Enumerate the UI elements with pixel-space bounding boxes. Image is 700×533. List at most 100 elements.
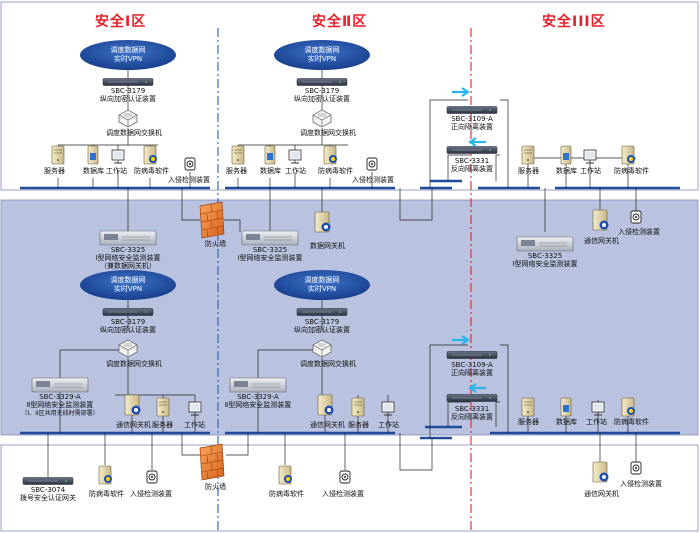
switch-label: 调度数据网交换机 [106,360,162,368]
antivirus-icon [621,397,636,417]
db-label: 数据库 [556,418,577,426]
ids-icon [366,157,378,171]
switch-icon [312,109,332,128]
database-icon [87,145,99,165]
router-icon [446,146,498,154]
arrow-right-icon [452,335,470,345]
ws-label: 工作站 [285,167,306,175]
top-frame [0,1,699,191]
av-label: 防病毒软件 [318,167,353,175]
firewall-icon [199,443,225,481]
vpn-label: 调度数据网实时VPN [110,46,146,63]
zone-title-1: 安全Ⅰ区 [95,14,147,30]
arrow-left-icon [468,137,486,147]
gateway-icon [314,211,331,233]
vpn-label: 调度数据网实时VPN [110,276,146,293]
server-icon [51,145,65,165]
av-label: 防病毒软件 [134,167,169,175]
gateway-label: 数据网关机 [310,242,345,250]
server-icon [521,397,535,417]
ids-label: 入侵检测装置 [130,490,172,498]
switch-icon [118,109,138,128]
router-icon [296,308,348,316]
database-icon [560,145,572,165]
ws-label: 工作站 [378,421,399,429]
router-icon [102,308,154,316]
router-icon [446,106,498,114]
gateway-icon [317,394,334,416]
comm-gw-label: 通信网关机 [584,490,619,498]
workstation-icon [583,149,597,164]
comm-gw-label: 通信网关机 [310,421,345,429]
ids-label: 入侵检测装置 [620,480,662,488]
db-label: 数据库 [260,167,281,175]
antivirus-icon [323,145,338,165]
antivirus-icon [98,465,113,485]
server-label: 服务器 [518,418,539,426]
router-icon [102,78,154,86]
router-icon [22,477,74,485]
server-label: 服务器 [44,167,65,175]
av-label: 防病毒软件 [269,490,304,498]
server-icon [351,397,365,417]
vpn-cloud [80,270,176,300]
firewall-icon [199,201,225,239]
arrow-right-icon [452,87,470,97]
gateway-icon [124,394,141,416]
firewall-label: 防火墙 [205,240,226,248]
bottom-frame [0,444,699,532]
database-icon [264,145,276,165]
ids-icon [630,461,642,475]
switch-label: 调度数据网交换机 [300,129,356,137]
av-label: 防病毒软件 [89,490,124,498]
ws-label: 工作站 [586,418,607,426]
vpn-cloud [274,270,370,300]
antivirus-icon [143,145,158,165]
comm-gw-label: 通信网关机 [116,421,151,429]
gateway-icon [592,461,609,483]
ids-label: 入侵检测装置 [322,490,364,498]
firewall-label: 防火墙 [205,483,226,491]
ids-icon [146,470,158,484]
server-label: 服务器 [152,421,173,429]
switch-label: 调度数据网交换机 [106,129,162,137]
server-icon [521,145,535,165]
ws-label: 工作站 [106,167,127,175]
ids-label: 入侵检测装置 [618,228,660,236]
comm-gw-label: 通信网关机 [584,237,619,245]
vpn-cloud [274,40,370,70]
vpn-cloud [80,40,176,70]
gateway-icon [229,377,287,393]
db-label: 数据库 [83,167,104,175]
ids-icon [184,157,196,171]
router-icon [446,351,498,359]
ws-label: 工作站 [184,421,205,429]
ids-label: 入侵检测装置 [168,176,210,184]
ws-label: 工作站 [580,167,601,175]
workstation-icon [288,149,302,164]
antivirus-icon [278,465,293,485]
database-icon [560,397,572,417]
av-label: 防病毒软件 [614,167,649,175]
server-label: 服务器 [226,167,247,175]
zone-title-2: 安全Ⅱ区 [312,14,368,30]
server-icon [231,145,245,165]
arrow-left-icon [468,383,486,393]
workstation-icon [111,149,125,164]
db-label: 数据库 [556,167,577,175]
bus-lines [20,179,680,440]
server-icon [156,397,170,417]
